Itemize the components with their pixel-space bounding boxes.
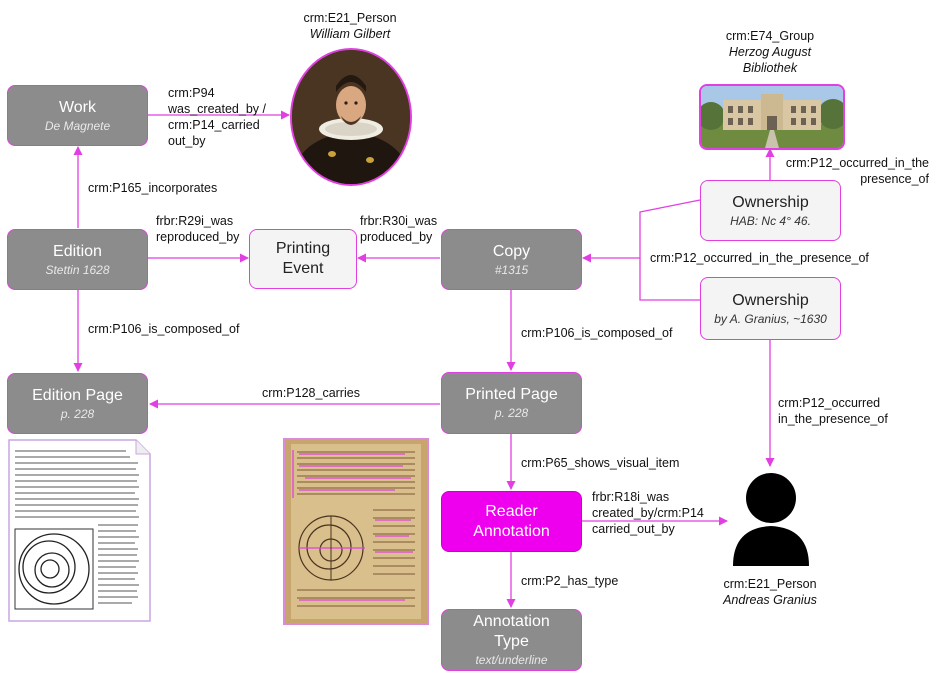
entity-hab-name-line2: Bibliothek — [742, 61, 798, 75]
edge-label-shows-visual: crm:P65_shows_visual_item — [521, 456, 680, 470]
edge-label-produced-l2: produced_by — [360, 230, 433, 244]
node-reader-annotation-line1: Reader — [485, 502, 538, 520]
node-printed-page-title: Printed Page — [465, 386, 558, 403]
node-copy-title: Copy — [492, 242, 531, 260]
node-copy-subtitle: #1315 — [494, 262, 529, 277]
node-ownership-granius-subtitle: by A. Granius, ~1630 — [714, 311, 827, 326]
node-printing-event[interactable]: Printing Event — [249, 229, 357, 289]
edge-label-reproduced-l1: frbr:R29i_was — [156, 214, 234, 228]
node-edition-page[interactable]: Edition Page p. 228 — [7, 373, 148, 434]
entity-gilbert-label: crm:E21_Person William Gilbert — [270, 10, 430, 42]
node-reader-annotation[interactable]: Reader Annotation — [441, 491, 582, 552]
edge-label-hab-presence-l2: presence_of — [860, 172, 929, 186]
entity-hab-label: crm:E74_Group Herzog August Bibliothek — [690, 28, 850, 76]
edge-label-reproduced-l2: reproduced_by — [156, 230, 240, 244]
edge-label-granius-presence-l1: crm:P12_occurred — [778, 396, 881, 410]
edge-ownership-granius-copy — [639, 258, 700, 301]
node-annotation-type[interactable]: Annotation Type text/underline — [441, 609, 582, 671]
entity-granius-name: Andreas Granius — [723, 593, 817, 607]
edge-label-annotation-created-l3: carried_out_by — [592, 522, 675, 536]
edge-label-edition-composed: crm:P106_is_composed_of — [88, 322, 240, 336]
edge-label-copy-composed: crm:P106_is_composed_of — [521, 326, 673, 340]
node-work-subtitle: De Magnete — [44, 118, 111, 133]
entity-hab-name-line1: Herzog August — [728, 45, 812, 59]
edge-label-work-created-l3: crm:P14_carried — [168, 118, 260, 132]
node-ownership-hab-title: Ownership — [732, 193, 809, 211]
node-ownership-granius-title: Ownership — [732, 291, 809, 309]
portrait-william-gilbert-icon — [290, 48, 412, 186]
node-edition[interactable]: Edition Stettin 1628 — [7, 229, 148, 290]
entity-hab-class: crm:E74_Group — [725, 29, 815, 43]
edge-label-work-created-l1: crm:P94 — [168, 86, 215, 100]
node-annotation-type-subtitle: text/underline — [475, 653, 548, 667]
edge-label-produced-l1: frbr:R30i_was — [360, 214, 438, 228]
node-work[interactable]: Work De Magnete — [7, 85, 148, 146]
entity-gilbert-name: William Gilbert — [309, 27, 391, 41]
node-edition-page-subtitle: p. 228 — [60, 406, 95, 421]
node-edition-title: Edition — [53, 242, 102, 260]
entity-granius-label: crm:E21_Person Andreas Granius — [690, 576, 850, 608]
photo-herzog-august-bibliothek-icon — [699, 84, 845, 150]
annotated-page-scan-icon — [283, 438, 429, 625]
entity-gilbert-class: crm:E21_Person — [303, 11, 397, 25]
node-printed-page-subtitle: p. 228 — [494, 406, 529, 420]
node-annotation-type-line2: Type — [494, 633, 529, 650]
edge-label-annotation-created-l1: frbr:R18i_was — [592, 490, 670, 504]
edge-label-reproduced: frbr:R29i_was reproduced_by — [156, 213, 239, 245]
edition-page-icon — [8, 439, 151, 622]
edge-label-has-type: crm:P2_has_type — [521, 574, 619, 588]
edge-label-work-created: crm:P94 was_created_by / crm:P14_carried… — [168, 85, 266, 149]
edge-label-annotation-created-l2: created_by/crm:P14 — [592, 506, 704, 520]
edge-label-carries: crm:P128_carries — [262, 386, 360, 400]
node-edition-page-title: Edition Page — [32, 386, 123, 404]
edge-label-hab-presence-l1: crm:P12_occurred_in_the — [785, 156, 929, 170]
node-printing-event-line1: Printing — [275, 240, 331, 257]
node-ownership-hab[interactable]: Ownership HAB: Nc 4° 46. — [700, 180, 841, 241]
node-annotation-type-line1: Annotation — [473, 613, 550, 630]
node-work-title: Work — [58, 98, 97, 116]
node-copy[interactable]: Copy #1315 — [441, 229, 582, 290]
edge-label-annotation-created: frbr:R18i_was created_by/crm:P14 carried… — [592, 489, 704, 537]
edge-label-granius-presence-l2: in_the_presence_of — [778, 412, 888, 426]
edge-label-work-created-l2: was_created_by / — [168, 102, 266, 116]
node-printed-page[interactable]: Printed Page p. 228 — [441, 372, 582, 434]
entity-granius-class: crm:E21_Person — [723, 577, 817, 591]
node-ownership-granius[interactable]: Ownership by A. Granius, ~1630 — [700, 277, 841, 340]
edge-ownership-hab-copy — [582, 199, 701, 263]
node-printing-event-line2: Event — [282, 260, 324, 277]
node-edition-subtitle: Stettin 1628 — [45, 262, 110, 277]
node-reader-annotation-line2: Annotation — [473, 522, 550, 540]
edge-label-hab-presence: crm:P12_occurred_in_the presence_of — [745, 155, 929, 187]
edge-label-copy-presence: crm:P12_occurred_in_the_presence_of — [650, 251, 869, 265]
edge-label-incorporates: crm:P165_incorporates — [88, 181, 218, 195]
edge-label-granius-presence: crm:P12_occurred in_the_presence_of — [778, 395, 888, 427]
node-ownership-hab-subtitle: HAB: Nc 4° 46. — [730, 213, 811, 228]
edge-label-produced: frbr:R30i_was produced_by — [360, 213, 437, 245]
person-icon — [731, 470, 811, 566]
edge-label-work-created-l4: out_by — [168, 134, 206, 148]
